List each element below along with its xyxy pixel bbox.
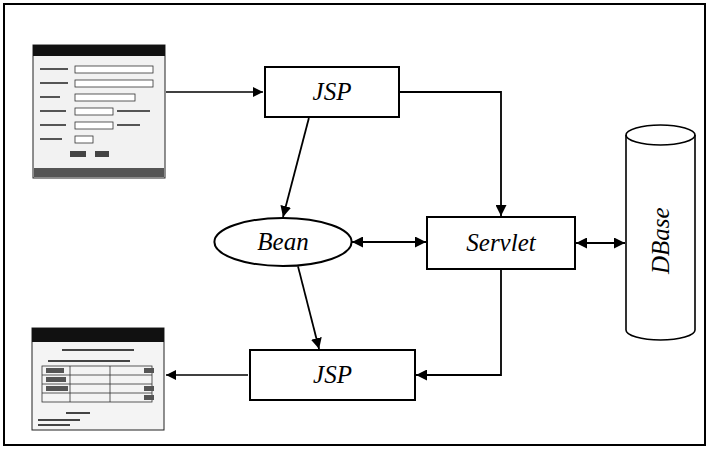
result-screenshot	[32, 328, 164, 430]
input-arrow	[166, 91, 263, 93]
bean-ellipse: Bean	[213, 217, 353, 267]
flow-arrow	[352, 241, 426, 243]
jsp-box: JSP	[264, 66, 400, 118]
node-label: JSP	[313, 78, 352, 106]
servlet-box: Servlet	[426, 216, 576, 270]
flow-arrow	[298, 266, 319, 349]
flow-arrow	[283, 118, 309, 217]
node-label: JSP	[313, 361, 352, 389]
form-screenshot	[33, 45, 165, 178]
node-label: Servlet	[466, 229, 535, 257]
output-arrow	[166, 374, 248, 376]
jsp-box: JSP	[249, 349, 416, 401]
flow-arrow	[416, 270, 501, 375]
node-label: Bean	[257, 228, 308, 256]
database-cylinder: DBase	[625, 125, 696, 340]
flow-arrow	[400, 92, 501, 216]
flow-arrow	[576, 242, 625, 244]
node-label: DBase	[647, 207, 675, 274]
